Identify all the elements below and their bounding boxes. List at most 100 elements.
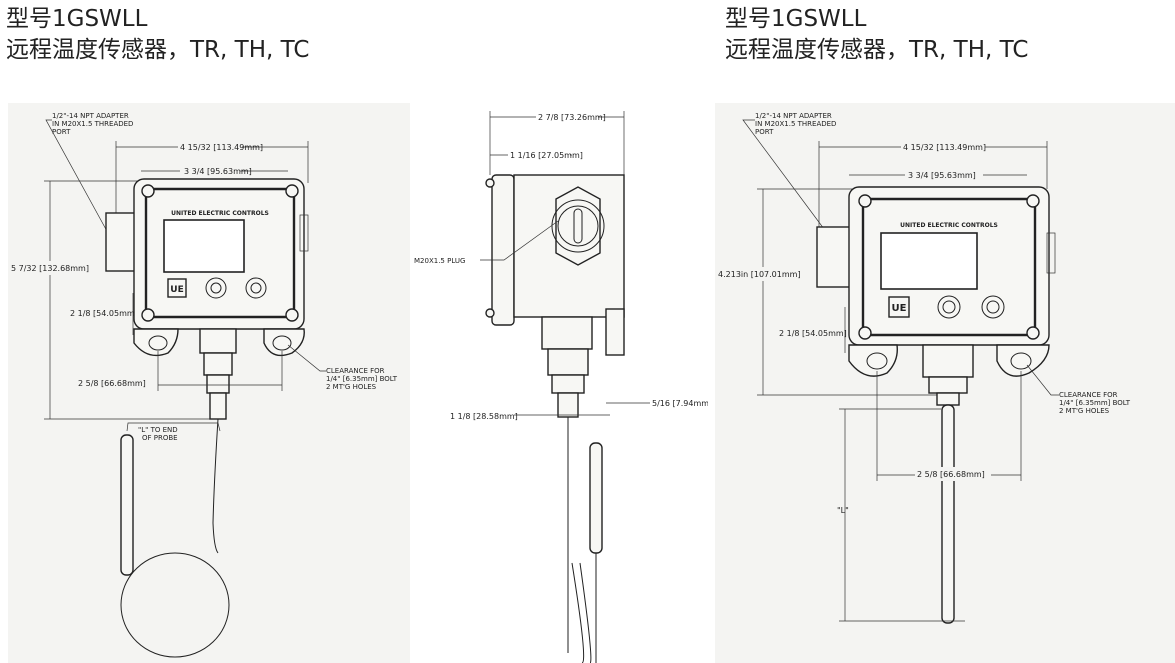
dim-label-bg [536, 110, 598, 124]
ue-logo: UE [170, 285, 183, 295]
plug-slot [573, 208, 583, 244]
corner-screw [141, 184, 155, 198]
side-view-svg: 2 7/8 [73.26mm] 1 1/16 [27.05mm] M20X1.5… [414, 110, 708, 663]
dim-depth-overall: 2 7/8 [73.26mm] [538, 113, 606, 122]
button-left [205, 277, 227, 299]
dim-length: "L" [837, 506, 849, 515]
dim-hole-spacing: 2 5/8 [66.68mm] [78, 379, 146, 388]
side-boss [1046, 232, 1056, 274]
dim-label-bg [901, 139, 985, 153]
mount-hole-right [1010, 352, 1032, 370]
bezel-screw [485, 308, 495, 318]
button-right-inner [986, 300, 1000, 314]
dim-label-bg [10, 261, 86, 275]
probe-note-line: "L" TO END [138, 426, 178, 434]
probe-note-line: OF PROBE [142, 434, 178, 442]
brand-label: UNITED ELECTRIC CONTROLS [171, 210, 269, 217]
capillary-coil [120, 552, 230, 658]
ue-logo: UE [892, 303, 907, 314]
fitting-body [199, 328, 237, 354]
side-view-drawing: 2 7/8 [73.26mm] 1 1/16 [27.05mm] M20X1.5… [410, 103, 708, 663]
plug-hex [555, 186, 601, 266]
button-left-inner [942, 300, 956, 314]
front-bezel [491, 174, 515, 326]
brand-label: UNITED ELECTRIC CONTROLS [900, 222, 998, 229]
dim-label-bg [717, 267, 809, 281]
ue-logo-box [888, 296, 910, 318]
mount-hole-left [148, 335, 168, 351]
fitting-nut [203, 352, 233, 376]
clearance-note-line: 2 MT'G HOLES [326, 383, 377, 391]
display-screen [880, 232, 978, 290]
dim-width-inner: 3 3/4 [95.63mm] [184, 167, 252, 176]
ue-logo-box [167, 278, 187, 298]
clearance-leader [287, 344, 326, 372]
corner-screw [285, 184, 299, 198]
plug-outer [551, 199, 605, 253]
housing-frame [144, 187, 296, 319]
side-boss [299, 214, 309, 252]
capillary [212, 418, 219, 554]
side-fitting-body [541, 316, 593, 350]
plug-label: M20X1.5 PLUG [414, 257, 465, 265]
capillary-coil [571, 562, 592, 663]
adapter-leader [742, 119, 828, 234]
dim-height-lower: 2 1/8 [54.05mm] [779, 329, 847, 338]
dim-height-overall: 5 7/32 [132.68mm] [11, 264, 89, 273]
adapter-note-line: 1/2"-14 NPT ADAPTER [755, 112, 832, 120]
rigid-probe-view-drawing: 1/2"-14 NPT ADAPTER IN M20X1.5 THREADED … [715, 103, 1175, 663]
adapter-note-line: IN M20X1.5 THREADED [755, 120, 836, 128]
rigid-probe [941, 404, 955, 624]
display-screen [163, 219, 245, 273]
dim-height-lower: 2 1/8 [54.05mm] [70, 309, 138, 318]
adapter-leader [45, 119, 109, 234]
dim-fitting-width: 1 1/8 [28.58mm] [450, 412, 518, 421]
front-view-drawing: 1/2"-14 NPT ADAPTER IN M20X1.5 THREADED … [8, 103, 410, 663]
dim-depth-front: 1 1/16 [27.05mm] [510, 151, 583, 160]
clearance-note-line: 1/4" [6.35mm] BOLT [326, 375, 398, 383]
title-block-left: 型号1GSWLL 远程温度传感器，TR, TH, TC [6, 4, 309, 66]
mount-ear-right [263, 328, 305, 357]
dim-width-overall: 4 15/32 [113.49mm] [903, 143, 986, 152]
mount-hole-right [272, 335, 292, 351]
clearance-note-line: CLEARANCE FOR [326, 367, 385, 375]
probe-length-line [126, 422, 221, 432]
dim-width-overall: 4 15/32 [113.49mm] [180, 143, 263, 152]
title-block-right: 型号1GSWLL 远程温度传感器，TR, TH, TC [725, 4, 1028, 66]
dim-label-bg [508, 148, 570, 162]
clearance-note-line: 1/4" [6.35mm] BOLT [1059, 399, 1131, 407]
adapter-note-line: IN M20X1.5 THREADED [52, 120, 133, 128]
bezel-screw [485, 178, 495, 188]
dim-hole-spacing: 2 5/8 [66.68mm] [917, 470, 985, 479]
corner-screw [285, 308, 299, 322]
adapter-note-line: PORT [755, 128, 774, 136]
front-view-svg: 1/2"-14 NPT ADAPTER IN M20X1.5 THREADED … [10, 112, 398, 658]
side-fitting-ferrule [551, 374, 585, 394]
fitting-body [922, 344, 974, 378]
adapter-note-line: 1/2"-14 NPT ADAPTER [52, 112, 129, 120]
fitting-ferrule [206, 374, 230, 394]
dim-label-bg [178, 139, 242, 153]
fitting-gland [936, 392, 960, 406]
mount-ear-left [848, 344, 898, 377]
probe-bulb [120, 434, 134, 576]
button-left [937, 295, 961, 319]
side-fitting-gland [557, 392, 579, 418]
clearance-leader [1026, 364, 1059, 396]
adapter-block [816, 226, 854, 288]
housing-frame [861, 197, 1037, 337]
dim-label-bg [915, 467, 991, 481]
button-right [245, 277, 267, 299]
corner-screw [1026, 326, 1040, 340]
fitting-nut [928, 376, 968, 394]
dim-label-bg [180, 164, 240, 178]
plug-leader [480, 220, 559, 261]
mount-ear-right [996, 344, 1050, 377]
rigid-probe-svg: 1/2"-14 NPT ADAPTER IN M20X1.5 THREADED … [717, 112, 1131, 624]
side-ear [605, 308, 625, 356]
sensor-subtitle: 远程温度传感器，TR, TH, TC [725, 37, 1029, 63]
mount-ear-left [133, 328, 179, 357]
model-title: 型号1GSWLL [6, 6, 148, 32]
corner-screw [141, 308, 155, 322]
corner-screw [1026, 194, 1040, 208]
